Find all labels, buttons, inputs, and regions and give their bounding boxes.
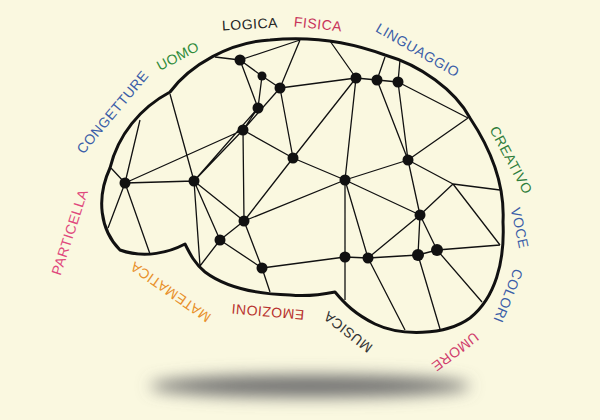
word-label: CREATIVO [487,124,534,196]
word-label: MUSICA [321,309,375,355]
brain-outline [102,39,504,333]
floor-shadow [150,375,470,397]
word-label: MATEMATICA [127,259,213,325]
word-label: FISICA [293,15,342,34]
word-label: COLORI [491,267,525,325]
word-label: UMORE [429,330,481,374]
word-label: VOCE [509,206,531,250]
word-label: UOMO [155,39,202,73]
word-label: CONGETTURE [74,68,151,156]
word-label: EMOZIONI [231,302,305,322]
neural-network-lines [108,40,500,330]
neuron-dots [120,55,444,274]
word-label: LINGUAGGIO [374,21,462,80]
word-label: LOGICA [222,16,279,33]
word-label: PARTICELLA [50,187,91,276]
